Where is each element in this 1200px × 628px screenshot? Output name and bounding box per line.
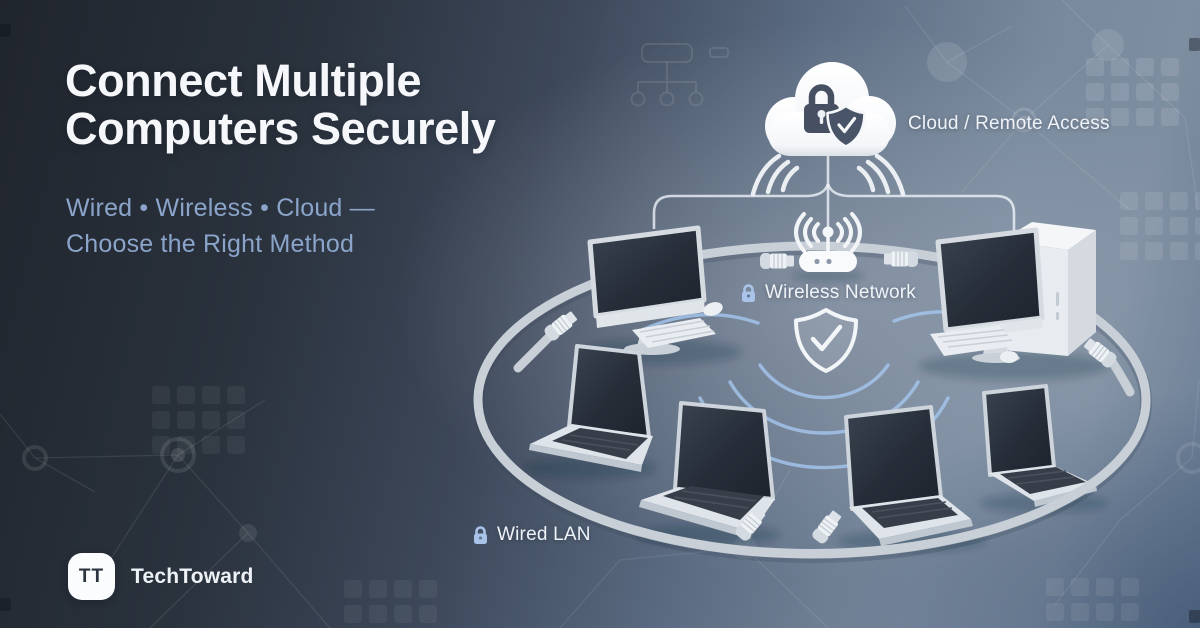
keyboard	[930, 326, 1014, 356]
laptop-1	[529, 344, 653, 472]
lock-icon	[474, 525, 487, 544]
brand-logo-name: TechToward	[131, 564, 254, 588]
wifi-signal-icon	[750, 153, 906, 197]
router-icon	[794, 212, 862, 272]
wired-lan-label: Wired LAN	[473, 524, 591, 546]
desktop-computer-left	[587, 225, 723, 355]
keyboard	[632, 318, 716, 348]
desktop-computer-right	[930, 222, 1096, 363]
laptop-3	[844, 405, 973, 546]
shield-check-icon-center	[794, 308, 858, 373]
title-line-1: Connect Multiple	[65, 55, 422, 106]
wired-lan-label-text: Wired LAN	[497, 524, 591, 545]
mouse	[703, 302, 723, 316]
title-line-2: Computers Securely	[65, 103, 496, 155]
brand-logo-mark: TT	[78, 565, 105, 587]
mouse	[1000, 351, 1018, 363]
page-title: Connect Multiple Computers Securely	[65, 55, 496, 155]
page-subtitle: Wired • Wireless • Cloud — Choose the Ri…	[66, 191, 375, 262]
shield-check-icon	[826, 104, 866, 148]
corner-accents	[0, 24, 1200, 623]
subtitle-line-1: Wired • Wireless • Cloud —	[66, 194, 375, 222]
subtitle-line-2: Choose the Right Method	[66, 229, 355, 258]
ethernet-cable-front	[491, 445, 1133, 558]
cloud-access-label: Cloud / Remote Access	[908, 113, 1110, 135]
cloud-access-label-text: Cloud / Remote Access	[908, 113, 1110, 134]
cloud-connection-lines	[652, 156, 1016, 233]
cloud-icon	[750, 62, 906, 197]
wireless-network-label: Wireless Network	[741, 282, 916, 304]
wireless-network-label-text: Wireless Network	[765, 282, 916, 303]
sitemap-glyph	[630, 43, 729, 107]
lock-icon	[742, 283, 755, 302]
wifi-signal-icon	[794, 212, 862, 253]
brand-logo: TT TechToward	[68, 553, 254, 600]
laptop-2	[639, 401, 775, 539]
brand-logo-mark-box: TT	[68, 553, 115, 600]
